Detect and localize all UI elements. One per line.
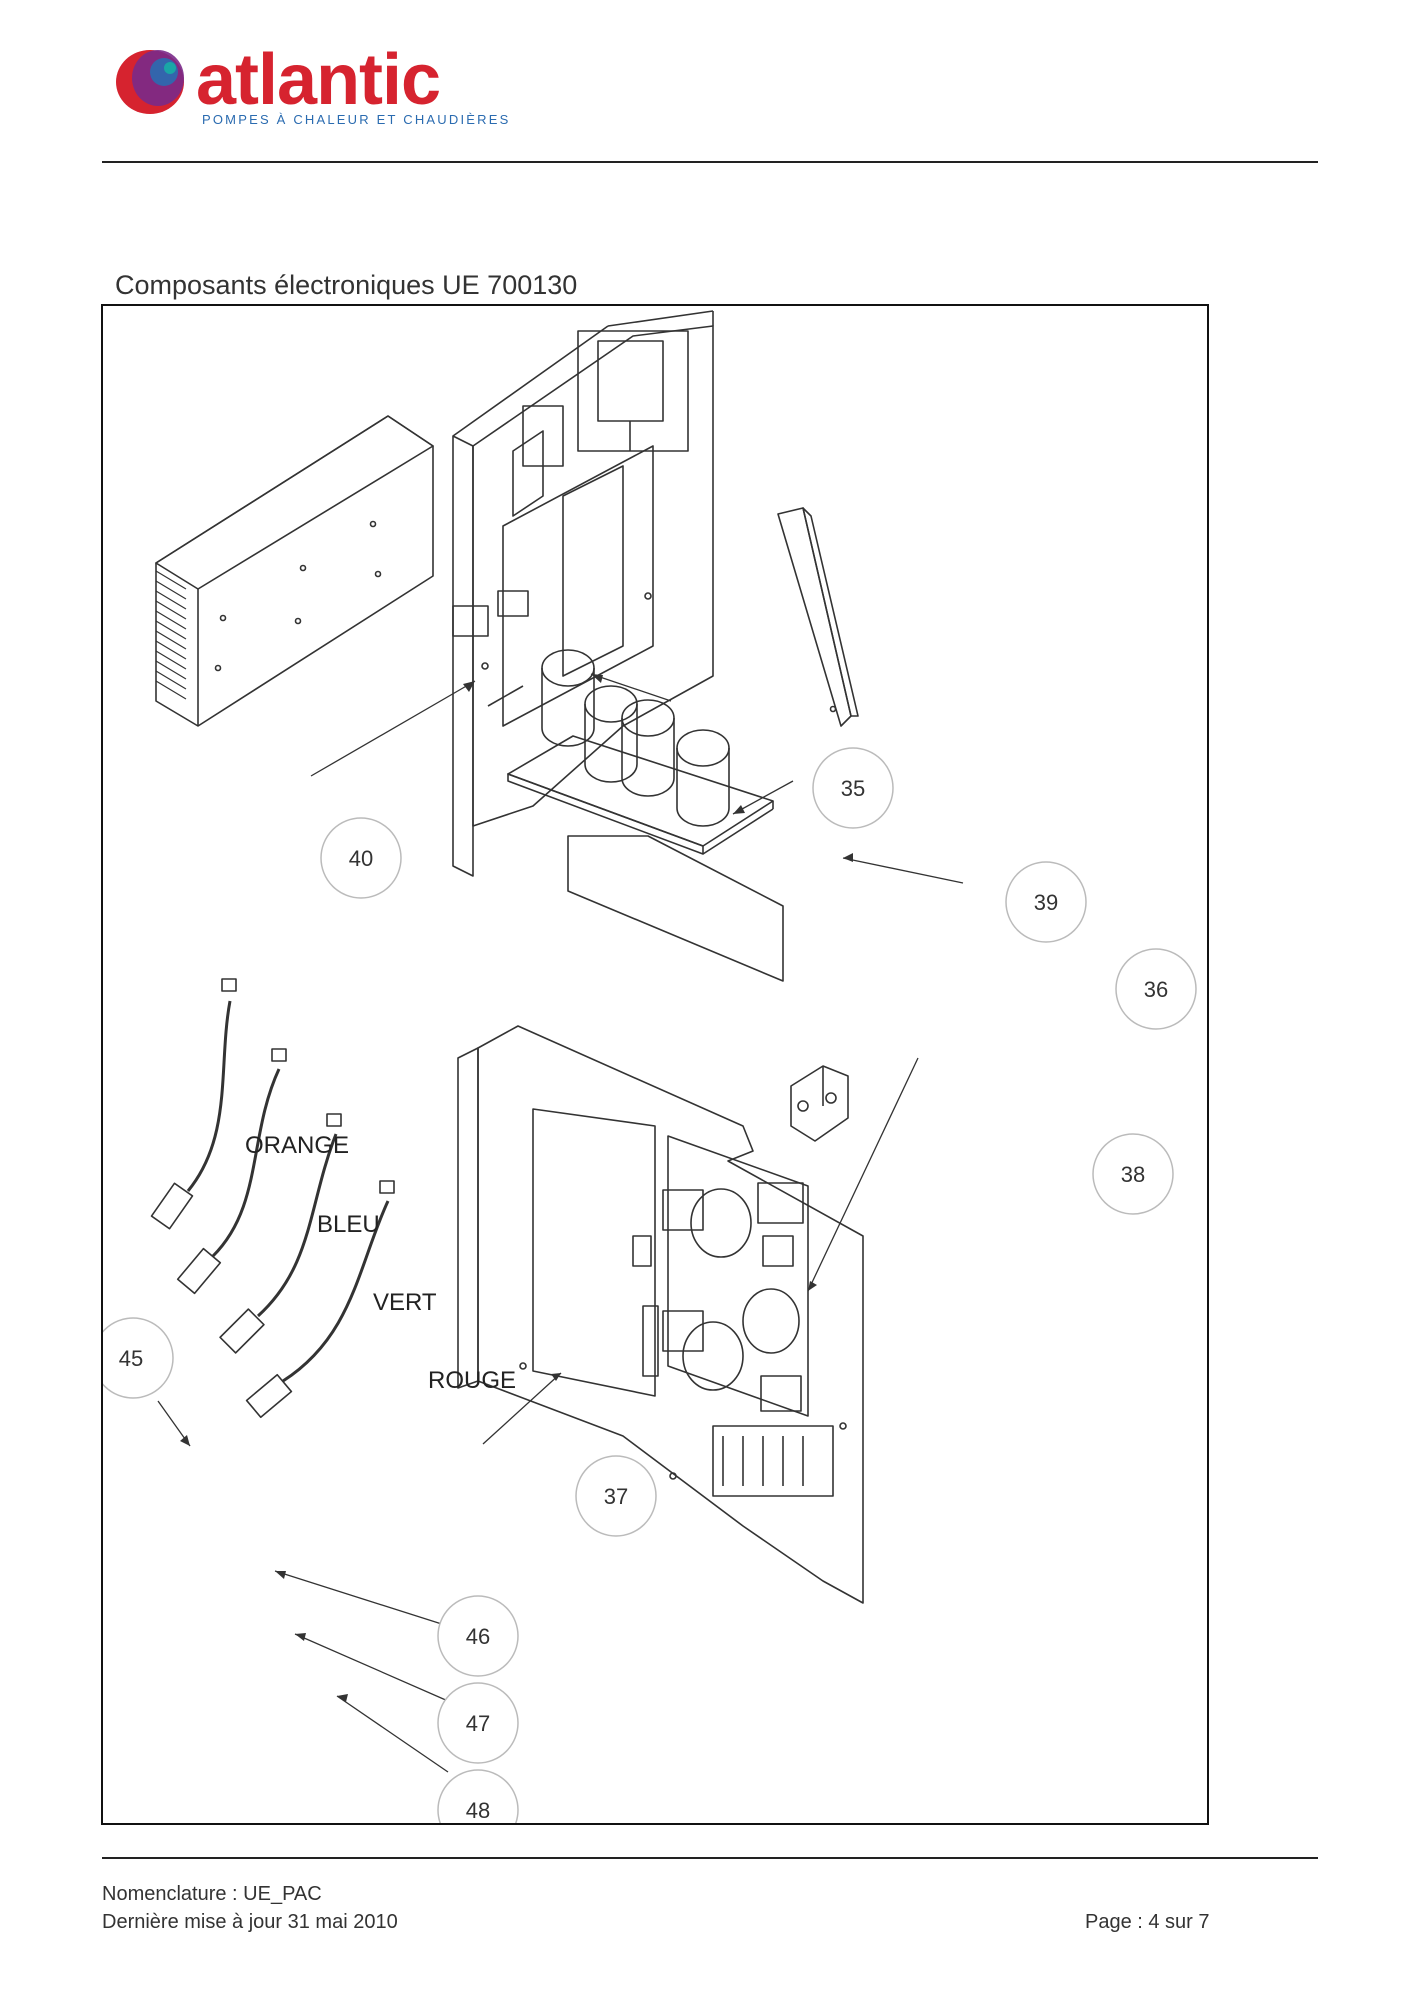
diagram-drawing: 35 36 37 38 39 40 45 46 47 48 ORANGE BLE… [103, 310, 1197, 1823]
wire-label-orange: ORANGE [245, 1132, 349, 1159]
callout-40: 40 [349, 846, 373, 871]
probes-drawing [150, 978, 395, 1419]
brand-tagline: POMPES À CHALEUR ET CHAUDIÈRES [202, 112, 511, 127]
footer-page-number: Page : 4 sur 7 [1085, 1911, 1210, 1933]
exploded-diagram: 35 36 37 38 39 40 45 46 47 48 ORANGE BLE… [101, 304, 1209, 1825]
callout-36: 36 [1144, 977, 1168, 1002]
brand-name: atlantic [196, 40, 441, 120]
wire-label-bleu: BLEU [317, 1211, 380, 1238]
header-divider [102, 161, 1318, 163]
heatsink-drawing [155, 415, 434, 727]
callouts [103, 747, 1197, 1823]
section-title: Composants électroniques UE 700130 [115, 270, 578, 300]
wire-label-vert: VERT [373, 1289, 437, 1316]
callout-47: 47 [466, 1711, 490, 1736]
leader-arrowheads [180, 674, 853, 1702]
footer-divider [102, 1857, 1318, 1859]
control-panel-drawing [457, 835, 864, 1604]
callout-45: 45 [119, 1346, 143, 1371]
callout-37: 37 [604, 1484, 628, 1509]
footer-nomenclature: Nomenclature : UE_PAC [102, 1883, 322, 1905]
logo-mark-icon [116, 50, 184, 114]
electrical-box-drawing [452, 310, 714, 877]
callout-48: 48 [466, 1798, 490, 1823]
wire-label-rouge: ROUGE [428, 1367, 516, 1394]
capacitor-board-drawing [507, 649, 774, 855]
bracket-drawing [777, 507, 859, 727]
atlantic-logo: atlantic POMPES À CHALEUR ET CHAUDIÈRES [110, 38, 508, 138]
footer-last-update: Dernière mise à jour 31 mai 2010 [102, 1911, 398, 1933]
callout-38: 38 [1121, 1162, 1145, 1187]
callout-46: 46 [466, 1624, 490, 1649]
callout-35: 35 [841, 776, 865, 801]
callout-39: 39 [1034, 890, 1058, 915]
terminal-block-drawing [790, 1065, 849, 1142]
leader-lines [157, 673, 964, 1773]
